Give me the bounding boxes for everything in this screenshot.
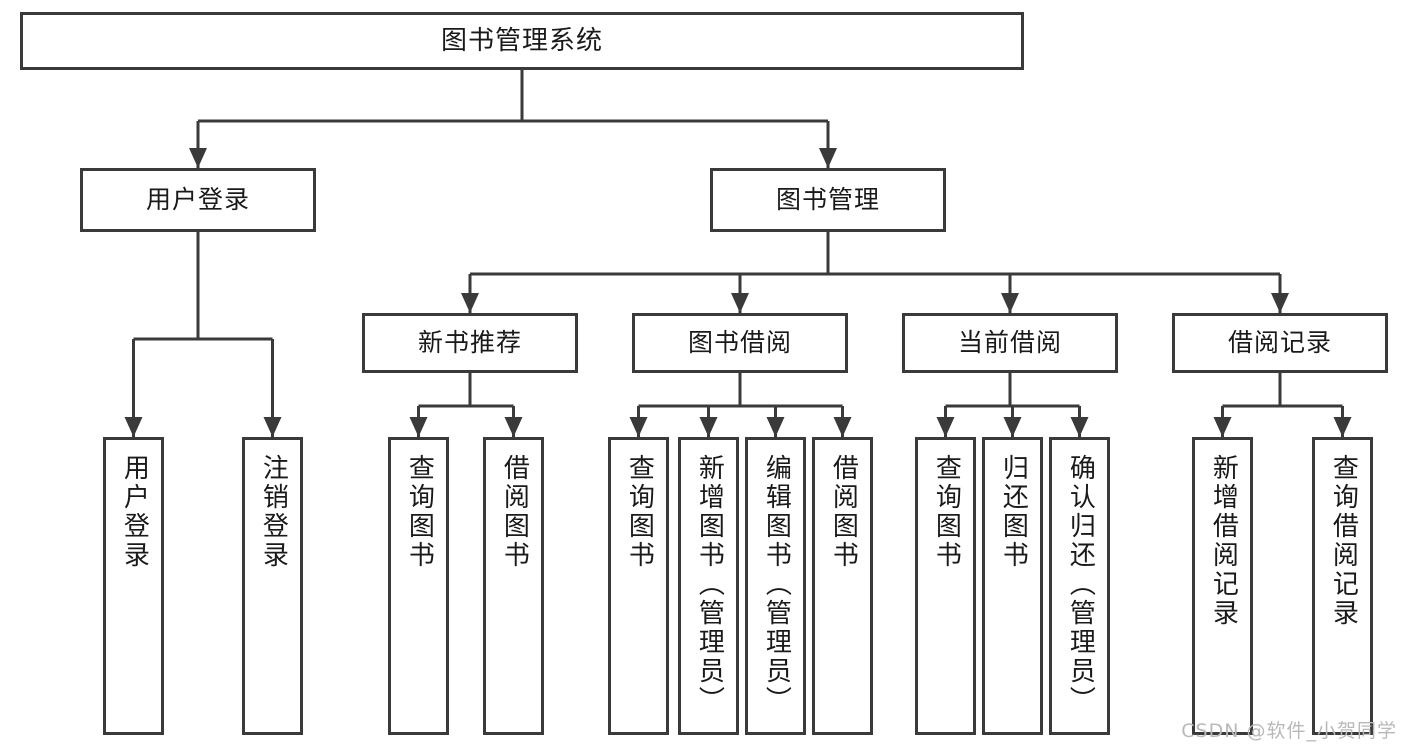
node-label: 归还图书 bbox=[998, 454, 1029, 570]
node-label: 当前借阅 bbox=[957, 328, 1062, 358]
node-leaf-user-logout[interactable]: 注销登录 bbox=[242, 437, 303, 735]
node-label: 用户登录 bbox=[145, 185, 250, 215]
node-borrowing-record[interactable]: 借阅记录 bbox=[1172, 313, 1388, 373]
node-book-management[interactable]: 图书管理 bbox=[710, 168, 946, 232]
node-leaf-borrow-book-2[interactable]: 借阅图书 bbox=[812, 437, 873, 735]
node-label: 借阅图书 bbox=[499, 454, 530, 570]
node-leaf-add-book-admin[interactable]: 新增图书（管理员） bbox=[678, 437, 739, 735]
watermark-text: CSDN @软件_小贺同学 bbox=[1181, 720, 1397, 742]
node-leaf-confirm-return-admin[interactable]: 确认归还（管理员） bbox=[1049, 437, 1110, 735]
node-label: 新增借阅记录 bbox=[1208, 454, 1239, 628]
node-label: 图书管理系统 bbox=[440, 25, 603, 56]
node-leaf-query-book-3[interactable]: 查询图书 bbox=[915, 437, 976, 735]
node-label: 编辑图书（管理员） bbox=[761, 454, 792, 715]
node-label: 确认归还（管理员） bbox=[1065, 454, 1096, 715]
node-label: 查询图书 bbox=[624, 454, 655, 570]
node-new-book-recommend[interactable]: 新书推荐 bbox=[362, 313, 578, 373]
node-leaf-add-borrow-record[interactable]: 新增借阅记录 bbox=[1192, 437, 1253, 735]
node-leaf-query-book-2[interactable]: 查询图书 bbox=[608, 437, 669, 735]
node-leaf-query-borrow-record[interactable]: 查询借阅记录 bbox=[1312, 437, 1373, 735]
node-label: 新增图书（管理员） bbox=[694, 454, 725, 715]
node-label: 用户登录 bbox=[119, 454, 150, 570]
node-leaf-return-book[interactable]: 归还图书 bbox=[982, 437, 1043, 735]
node-current-borrowing[interactable]: 当前借阅 bbox=[902, 313, 1118, 373]
node-label: 查询借阅记录 bbox=[1328, 454, 1359, 628]
node-label: 查询图书 bbox=[931, 454, 962, 570]
node-book-borrowing[interactable]: 图书借阅 bbox=[632, 313, 848, 373]
node-label: 图书管理 bbox=[775, 185, 880, 215]
node-label: 图书借阅 bbox=[687, 328, 792, 358]
node-label: 借阅记录 bbox=[1227, 328, 1332, 358]
node-label: 注销登录 bbox=[258, 454, 289, 570]
node-leaf-user-login[interactable]: 用户登录 bbox=[103, 437, 164, 735]
node-leaf-borrow-book-1[interactable]: 借阅图书 bbox=[483, 437, 544, 735]
node-label: 查询图书 bbox=[404, 454, 435, 570]
node-label: 新书推荐 bbox=[417, 328, 522, 358]
node-label: 借阅图书 bbox=[828, 454, 859, 570]
node-leaf-query-book-1[interactable]: 查询图书 bbox=[388, 437, 449, 735]
node-root-system[interactable]: 图书管理系统 bbox=[20, 12, 1024, 70]
node-user-login[interactable]: 用户登录 bbox=[80, 168, 316, 232]
node-leaf-edit-book-admin[interactable]: 编辑图书（管理员） bbox=[745, 437, 806, 735]
